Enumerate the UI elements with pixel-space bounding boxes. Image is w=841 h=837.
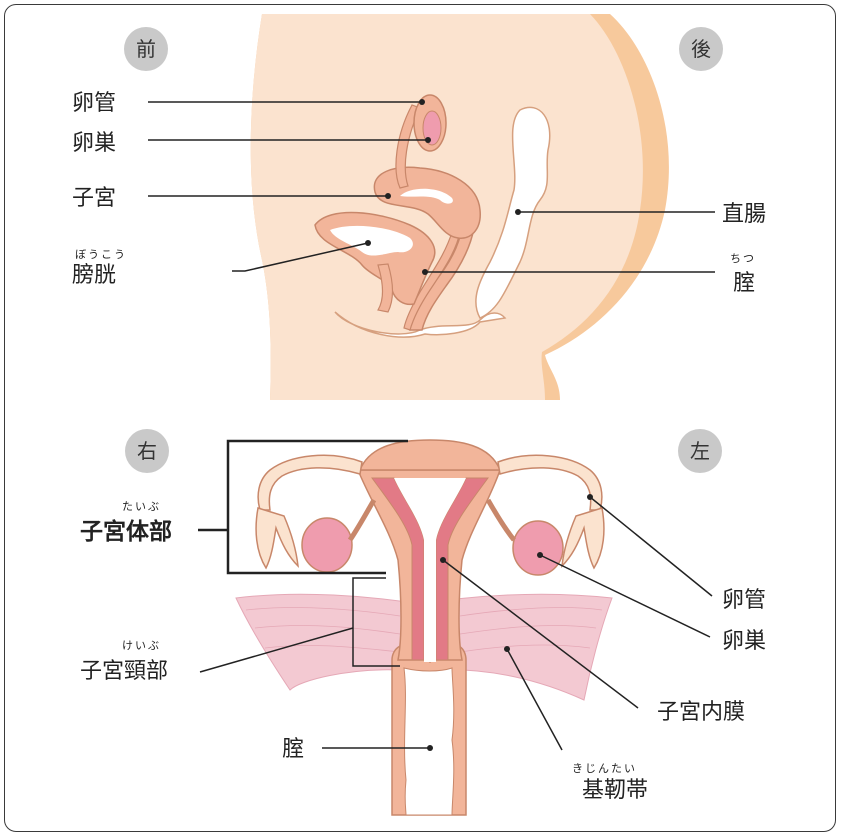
orientation-left-label: 左 [690, 439, 710, 463]
orientation-right-label: 右 [137, 439, 157, 463]
oviduct-right [498, 455, 602, 510]
orientation-front-label: 前 [136, 37, 156, 61]
leader-oviduct-front [590, 497, 712, 596]
reading-vagina-side: ちつ [730, 252, 756, 265]
ovarian-ligament-left [350, 500, 374, 540]
reading-cervix: けいぶ [122, 639, 161, 652]
leader-dot [385, 193, 391, 199]
reading-bladder-side: ぼうこう [75, 248, 127, 261]
leader-dot [365, 240, 371, 246]
reading-uterine-body: たいぶ [122, 500, 161, 513]
label-endometrium-front: 子宮内膜 [657, 700, 745, 725]
label-ovary-front: 卵巣 [722, 629, 766, 654]
label-oviduct-front: 卵管 [722, 588, 766, 613]
ovary-right [513, 521, 563, 575]
orientation-front-badge: 前 [124, 27, 168, 71]
fimbriae-left [256, 508, 298, 568]
leader-dot [419, 99, 425, 105]
orientation-left-badge: 左 [678, 429, 722, 473]
leader-dot [515, 209, 521, 215]
label-vagina-front: 腟 [282, 737, 304, 762]
label-bladder-side: 膀胱 [72, 263, 116, 288]
label-ovary-side: 卵巣 [72, 131, 116, 156]
label-rectum-side: 直腸 [722, 202, 766, 227]
uterus-fundus [360, 440, 500, 470]
ovarian-ligament-right [488, 500, 514, 540]
oviduct-left [258, 455, 362, 510]
label-oviduct-side: 卵管 [72, 91, 116, 116]
label-ligament-front: 基靭帯 [582, 778, 648, 803]
leader-dot [440, 557, 446, 563]
leader-dot [504, 646, 510, 652]
label-uterus-side: 子宮 [72, 186, 116, 211]
label-cervix: 子宮頸部 [80, 659, 168, 684]
side-view [251, 14, 669, 400]
fimbriae-right [562, 508, 604, 568]
reading-ligament: きじんたい [572, 762, 637, 775]
orientation-back-badge: 後 [679, 27, 723, 71]
orientation-back-label: 後 [691, 37, 711, 61]
orientation-right-badge: 右 [125, 429, 169, 473]
leader-dot [422, 269, 428, 275]
leader-dot [425, 137, 431, 143]
leader-dot [537, 552, 543, 558]
vagina-lumen [404, 668, 454, 815]
label-vagina-side: 腟 [733, 271, 755, 296]
leader-dot [427, 745, 433, 751]
ovary-left [302, 518, 352, 572]
label-uterine-body: 子宮体部 [80, 518, 172, 545]
leader-dot [587, 494, 593, 500]
